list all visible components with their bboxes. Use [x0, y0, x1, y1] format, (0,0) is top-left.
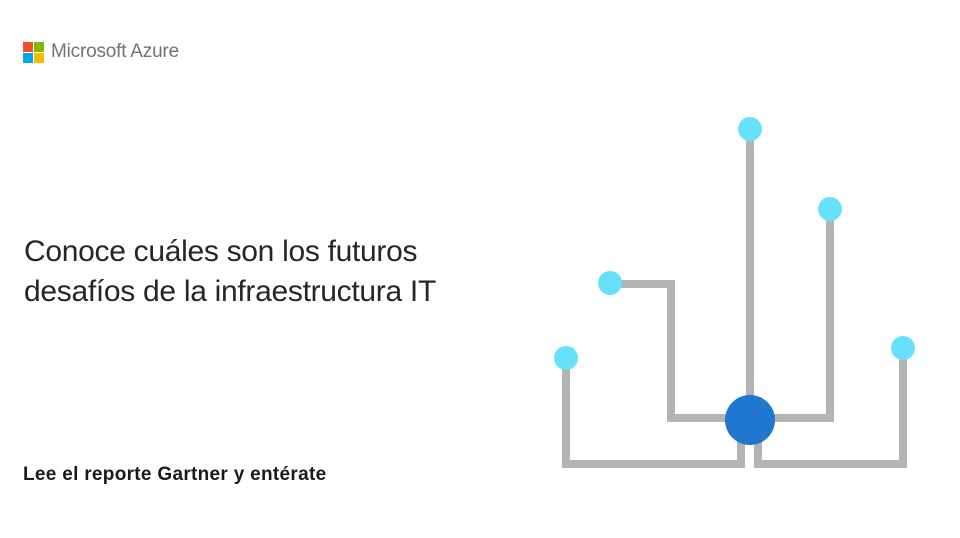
brand-name: Microsoft Azure: [51, 41, 179, 62]
node-left-upper: [598, 271, 622, 295]
headline-line-2: desafíos de la infraestructura IT: [24, 275, 436, 308]
microsoft-logo-icon: [23, 41, 44, 63]
node-right-lower: [891, 336, 915, 360]
brand-header: Microsoft Azure: [23, 41, 179, 63]
logo-square-blue: [23, 52, 33, 63]
node-top: [738, 117, 762, 141]
hub-node: [725, 395, 775, 445]
logo-square-red: [23, 41, 33, 52]
headline-line-1: Conoce cuáles son los futuros: [24, 235, 418, 268]
node-left-lower: [554, 346, 578, 370]
connector-line-left-lower: [562, 358, 745, 468]
connector-line-right-lower: [754, 349, 907, 468]
node-right-upper: [818, 197, 842, 221]
connector-line-right-upper: [772, 209, 834, 422]
headline: Conoce cuáles son los futuros desafíos d…: [24, 232, 524, 312]
logo-square-green: [34, 41, 44, 52]
report-cta-link[interactable]: Lee el reporte Gartner y entérate: [23, 464, 327, 485]
logo-square-yellow: [34, 52, 44, 63]
connector-line-left-upper: [610, 280, 728, 422]
